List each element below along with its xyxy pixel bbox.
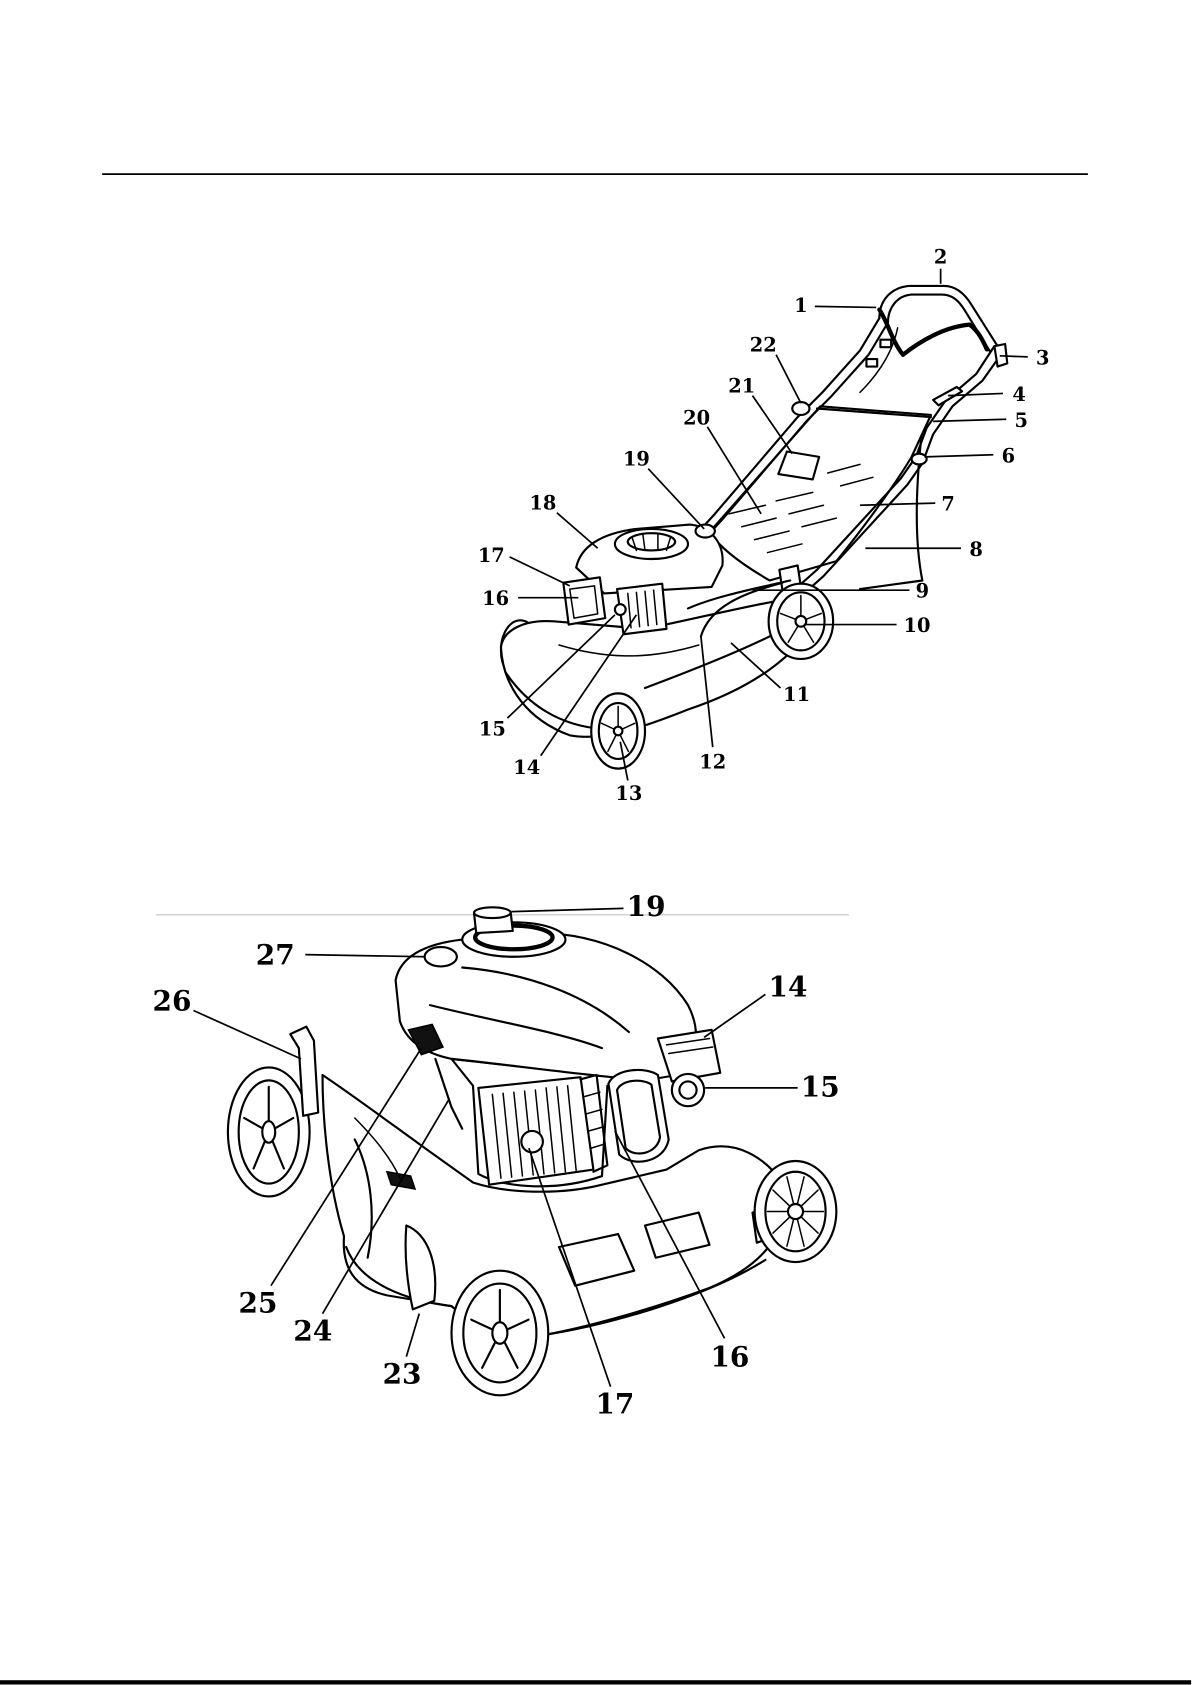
callout-front-17: 17: [595, 1388, 634, 1421]
callout-top-19-leader: [648, 469, 704, 529]
throttle-cable: [435, 1059, 462, 1129]
oil-cap: [696, 525, 715, 538]
callout-top-22: 22: [750, 334, 777, 357]
mower-perspective-illustration: [501, 286, 1007, 769]
muffler-outlet: [521, 1131, 543, 1153]
callout-top-21: 21: [728, 374, 755, 397]
oil-cap-top: [474, 907, 511, 918]
safety-bail: [879, 310, 987, 355]
air-filter: [563, 577, 605, 624]
grass-bag-handle: [778, 452, 819, 480]
callout-top-12: 12: [699, 751, 726, 774]
callout-top-5: 5: [1015, 409, 1028, 432]
fuel-cap: [672, 1074, 704, 1106]
callout-top-18: 18: [529, 492, 556, 515]
callout-top-15: 15: [479, 717, 506, 740]
callout-top-1: 1: [794, 294, 807, 317]
callout-front-19-leader: [512, 908, 624, 911]
callout-top-18-leader: [557, 513, 598, 548]
callout-front-25: 25: [239, 1287, 278, 1320]
rear-left-wheel: [228, 1067, 310, 1196]
callout-front-26: 26: [153, 985, 192, 1018]
footer-bar: [0, 1680, 1191, 1684]
callout-top-6: 6: [1002, 444, 1015, 467]
callout-front-14: 14: [769, 971, 808, 1004]
callout-top-6-leader: [925, 455, 994, 457]
grass-bag: [710, 406, 931, 580]
callout-front-23: 23: [383, 1358, 422, 1391]
callout-top-17: 17: [478, 544, 505, 567]
callout-top-8: 8: [969, 538, 982, 561]
callout-top-3: 3: [1036, 346, 1049, 369]
callout-top-14: 14: [513, 756, 540, 779]
callout-top-21-leader: [753, 396, 793, 454]
callout-front-19: 19: [627, 890, 666, 923]
callout-top-7: 7: [941, 493, 954, 516]
primer-bulb: [425, 947, 457, 966]
callout-top-19: 19: [623, 447, 650, 470]
rear-wheel: [769, 584, 834, 659]
callout-top-3-leader: [1000, 356, 1028, 357]
callout-top-4: 4: [1012, 383, 1025, 406]
callout-top-9: 9: [916, 580, 929, 603]
callout-top-11: 11: [783, 683, 810, 706]
callout-top-2: 2: [934, 245, 947, 268]
handle-knob-right: [912, 454, 927, 465]
callout-top-1-leader: [815, 306, 876, 307]
rear-right-wheel: [753, 1161, 837, 1262]
callout-front-24: 24: [293, 1315, 332, 1348]
front-left-wheel: [452, 1271, 549, 1396]
callout-front-27-leader: [305, 955, 425, 957]
callout-top-20: 20: [683, 407, 710, 430]
callout-front-15: 15: [801, 1071, 840, 1104]
callout-front-26-leader: [194, 1011, 301, 1059]
handle-knob-left: [792, 402, 809, 415]
callout-front-16: 16: [710, 1340, 749, 1373]
cable-clip: [866, 359, 877, 367]
air-filter: [608, 1070, 668, 1162]
cable-clip: [880, 340, 891, 348]
callout-top-17-leader: [510, 557, 570, 586]
spark-plug-cap: [615, 604, 626, 615]
callout-top-10: 10: [904, 614, 931, 637]
callout-top-22-leader: [776, 355, 801, 403]
front-wheel: [591, 693, 645, 768]
callout-top-13: 13: [615, 782, 642, 805]
callout-front-14-leader: [704, 994, 765, 1037]
callout-top-16: 16: [482, 587, 509, 610]
callout-front-27: 27: [256, 938, 295, 971]
callout-front-23-leader: [406, 1314, 419, 1357]
